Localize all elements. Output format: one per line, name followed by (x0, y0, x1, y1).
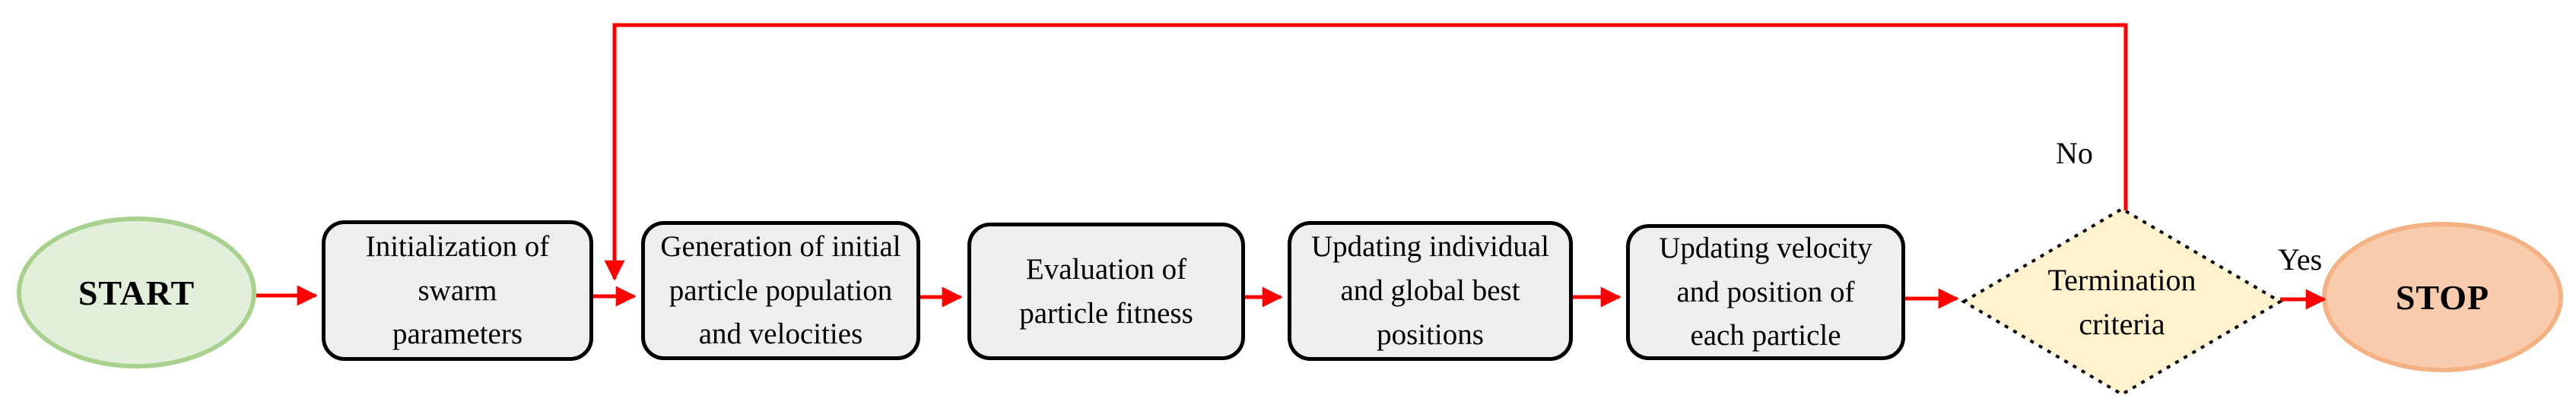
stop-node: STOP (2322, 222, 2563, 372)
stop-label: STOP (2395, 277, 2490, 317)
process-evaluation-label: Evaluation of particle fitness (1019, 252, 1193, 330)
process-initialization: Initialization of swarm parameters (322, 220, 593, 361)
process-update-best: Updating individual and global best posi… (1288, 221, 1573, 361)
process-generation: Generation of initial particle populatio… (641, 221, 920, 360)
start-node: START (17, 217, 256, 368)
decision-label: Termination criteria (2047, 262, 2196, 341)
process-evaluation: Evaluation of particle fitness (967, 223, 1245, 360)
process-initialization-label: Initialization of swarm parameters (365, 229, 550, 351)
start-label: START (78, 273, 195, 312)
decision-node: Termination criteria (2008, 255, 2236, 349)
process-update-velocity-label: Updating velocity and position of each p… (1659, 231, 1872, 353)
process-update-velocity: Updating velocity and position of each p… (1626, 224, 1905, 360)
no-branch-label: No (2056, 136, 2093, 170)
process-update-best-label: Updating individual and global best posi… (1310, 230, 1550, 351)
yes-branch-label: Yes (2278, 242, 2323, 277)
process-generation-label: Generation of initial particle populatio… (660, 229, 901, 351)
